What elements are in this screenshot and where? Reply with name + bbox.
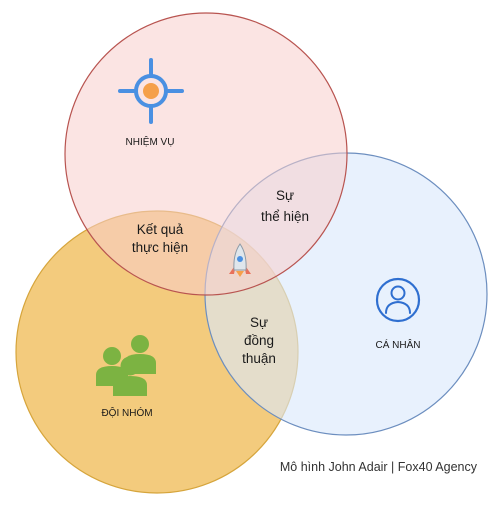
circle-task	[64, 12, 348, 296]
target-icon	[118, 58, 184, 124]
rocket-icon	[229, 243, 251, 277]
person-icon	[375, 277, 421, 323]
overlap-task-individual-line2: thể hiện	[261, 209, 309, 224]
team-label: ĐỘI NHÓM	[101, 406, 152, 419]
overlap-task-team-line1: Kết quả	[137, 222, 184, 237]
overlap-team-individual-line3: thuận	[242, 351, 276, 366]
task-label: NHIỆM VỤ	[126, 135, 175, 148]
overlap-task-team-line2: thực hiện	[132, 240, 188, 255]
overlap-team-individual-line1: Sự	[250, 315, 268, 330]
group-people-icon	[96, 335, 156, 396]
individual-label: CÁ NHÂN	[375, 338, 420, 351]
caption: Mô hình John Adair | Fox40 Agency	[280, 460, 478, 474]
overlap-task-individual-line1: Sự	[276, 188, 294, 203]
overlap-team-individual-line2: đồng	[244, 333, 274, 348]
